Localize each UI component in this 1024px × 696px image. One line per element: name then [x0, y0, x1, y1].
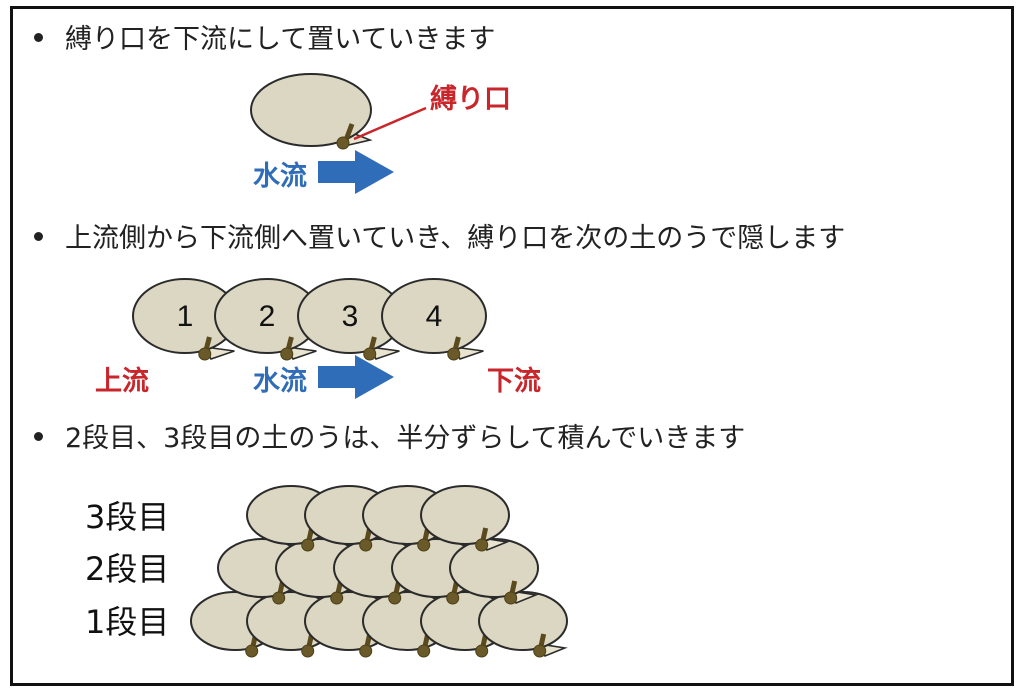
tie-knot — [504, 591, 518, 605]
tie-knot — [475, 538, 489, 552]
bullet-1-text: 縛り口を下流にして置いていきます — [65, 24, 496, 55]
upstream-label: 上流 — [95, 366, 149, 397]
tie-knot — [280, 347, 294, 361]
single-sandbag — [250, 73, 373, 150]
sandbag — [250, 73, 372, 147]
tie-knot — [359, 644, 373, 658]
downstream-label: 下流 — [487, 366, 541, 397]
tie-knot — [301, 538, 315, 552]
tie-knot — [359, 538, 373, 552]
bullet-dot — [34, 33, 43, 42]
tie-knot — [447, 347, 461, 361]
water-flow-label-1: 水流 — [253, 161, 307, 192]
water-flow-label-2: 水流 — [253, 366, 307, 397]
sandbag — [420, 485, 510, 545]
tie-knot — [446, 591, 460, 605]
stacked-bags — [190, 485, 568, 658]
tie-knot — [330, 591, 344, 605]
tier-3-label: 3段目 — [85, 498, 169, 536]
tie-knot — [363, 347, 377, 361]
tie-knot — [417, 538, 431, 552]
bullet-3-text: 2段目、3段目の土のうは、半分ずらして積んでいきます — [65, 423, 746, 454]
bag-number: 4 — [426, 300, 443, 333]
bullet-3: 2段目、3段目の土のうは、半分ずらして積んでいきます — [34, 425, 745, 452]
flow-arrow-2 — [318, 355, 394, 399]
bag-number: 3 — [342, 300, 359, 333]
tie-pointer-line — [353, 106, 427, 141]
tier-2-label: 2段目 — [85, 550, 169, 588]
tie-opening-label: 縛り口 — [430, 84, 511, 115]
tie-knot — [417, 644, 431, 658]
bag-number: 2 — [259, 300, 276, 333]
bullet-1: 縛り口を下流にして置いていきます — [34, 26, 495, 53]
bullet-2: 上流側から下流側へ置いていき、縛り口を次の土のうで隠します — [34, 225, 845, 252]
tie-knot — [272, 591, 286, 605]
tie-knot — [198, 347, 212, 361]
numbered-bag-row: 1 2 3 4 — [132, 278, 487, 361]
tie-cord — [343, 123, 355, 141]
bullet-2-text: 上流側から下流側へ置いていき、縛り口を次の土のうで隠します — [65, 223, 846, 254]
tie-knot — [301, 644, 315, 658]
tie-knot — [245, 644, 259, 658]
tier-1-label: 1段目 — [85, 603, 169, 641]
tie-knot — [475, 644, 489, 658]
tie-knot — [336, 136, 350, 150]
tie-knot — [388, 591, 402, 605]
sandbag — [381, 278, 487, 354]
bullet-dot — [34, 232, 43, 241]
flow-arrow-1 — [318, 150, 394, 194]
bag-number: 1 — [177, 300, 194, 333]
bullet-dot — [34, 432, 43, 441]
tie-knot — [533, 644, 547, 658]
